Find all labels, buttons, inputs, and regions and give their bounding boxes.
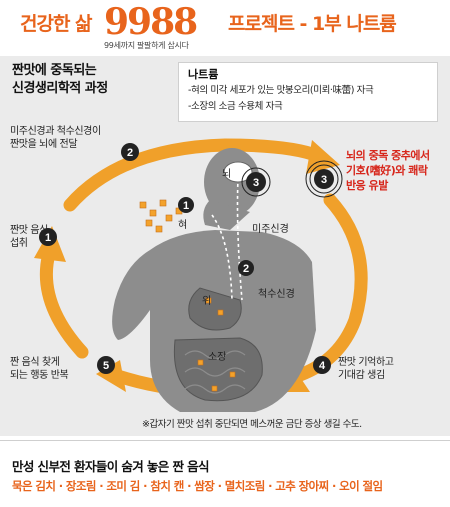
- header: [0, 0, 450, 52]
- salt-grain: [155, 225, 163, 233]
- label-brain: 뇌: [222, 168, 231, 180]
- step-marker-1: [39, 228, 57, 246]
- step-2-label-line2: 짠맛을 뇌에 전달: [10, 139, 78, 150]
- step-3-label-line3: 반응 유발: [346, 179, 388, 192]
- marker-numbers: 1 2 3 4 5 1 2 3: [45, 147, 327, 372]
- step-1-label: 짠맛 음식 섭취: [10, 224, 48, 250]
- diagram-heading-line2: 신경생리학적 과정: [12, 81, 108, 96]
- marker-number-5: 5: [103, 360, 109, 372]
- label-intestine: 소장: [208, 351, 226, 363]
- body-labels: 뇌 혀 미주신경 척수신경 위 소장: [178, 168, 295, 363]
- figure-arm: [112, 250, 150, 340]
- intestine-loop: [184, 384, 246, 394]
- step-5-label-line2: 되는 행동 반복: [10, 370, 69, 381]
- spinal-nerve-path: [211, 214, 233, 301]
- step-3-label: 뇌의 중독 중추에서 기호(嗜好)와 쾌락 반응 유발: [346, 148, 430, 193]
- brain-shape: [223, 161, 253, 183]
- title-subtitle: 99세까지 팔팔하게 삽시다: [104, 41, 189, 50]
- body-number-3: 3: [253, 177, 259, 189]
- marker-number-4: 4: [319, 360, 326, 372]
- process-diagram: 1 2 3 4 5 1 2 3 뇌 혀 미주신경 척수신경 위 소장: [34, 138, 368, 412]
- step-2-label: 미주신경과 척수신경이 짠맛을 뇌에 전달: [10, 125, 101, 151]
- marker-3-ring: [305, 160, 343, 198]
- salt-grain: [159, 199, 167, 207]
- title-number: 9988: [104, 1, 198, 43]
- step-marker-rings: [241, 160, 343, 198]
- salt-grain: [197, 359, 204, 366]
- sodium-box-line2: -소장의 소금 수용체 자극: [188, 101, 283, 112]
- step-3-label-line2: 기호(嗜好)와 쾌락: [346, 164, 428, 177]
- step-marker-2: [121, 143, 139, 161]
- step-3-label-line1: 뇌의 중독 중추에서: [346, 149, 430, 162]
- marker-3-ring: [309, 164, 339, 194]
- step-1-label-line1: 짠맛 음식: [10, 225, 48, 236]
- arrow-head-top: [306, 140, 340, 174]
- salt-grain: [149, 209, 157, 217]
- stomach-shape: [188, 287, 242, 331]
- arrow-top: [63, 138, 325, 212]
- title-suffix: 프로젝트 - 1부 나트륨: [228, 13, 397, 35]
- body-marker-3-ring: [241, 167, 271, 197]
- sodium-box-title: 나트륨: [188, 68, 219, 81]
- salt-grain: [139, 201, 147, 209]
- step-4-label: 짠맛 기억하고 기대감 생김: [338, 356, 394, 382]
- salt-grain: [229, 371, 236, 378]
- arrow-head-bottom: [96, 360, 126, 392]
- salt-grain: [165, 214, 173, 222]
- step-4-label-line2: 기대감 생김: [338, 370, 385, 381]
- step-marker-4: [313, 356, 331, 374]
- withdrawal-note: ※갑자기 짠맛 섭취 중단되면 메스꺼운 금단 증상 생길 수도.: [142, 419, 362, 430]
- sodium-info-box: [178, 62, 438, 122]
- marker-number-2: 2: [127, 147, 133, 159]
- nerve-pathway: [211, 177, 243, 301]
- diagram-heading: 짠맛에 중독되는 신경생리학적 과정: [12, 62, 162, 98]
- step-marker-3: [314, 169, 334, 189]
- step-5-label-line1: 짠 음식 찾게: [10, 357, 60, 368]
- body-number-1: 1: [183, 200, 189, 212]
- intestine-loop: [184, 367, 246, 377]
- diagram-heading-line1: 짠맛에 중독되는: [12, 63, 97, 78]
- footer-title: 만성 신부전 환자들이 숨겨 놓은 짠 음식: [12, 459, 210, 474]
- step-marker-5: [97, 356, 115, 374]
- sodium-box-line1: -혀의 미각 세포가 있는 맛봉오리(미뢰·味蕾) 자극: [188, 85, 374, 96]
- salt-grains: [139, 199, 236, 392]
- body-marker-3: [246, 172, 266, 192]
- vagus-nerve-path: [236, 177, 243, 301]
- title-prefix: 건강한 삶: [20, 13, 93, 35]
- footer-foods: 묵은 김치 · 장조림 · 조미 김 · 참치 캔 · 쌈장 · 멸치조림 · …: [12, 479, 383, 493]
- marker-number-3: 3: [321, 174, 327, 186]
- label-vagus: 미주신경: [252, 222, 289, 235]
- salt-grain: [145, 219, 153, 227]
- label-stomach: 위: [202, 294, 211, 307]
- step-1-label-line2: 섭취: [10, 238, 28, 249]
- footer-divider: [0, 440, 450, 441]
- body-marker-1: [178, 197, 194, 213]
- intestine-loop: [184, 350, 246, 360]
- body-number-2: 2: [243, 263, 249, 275]
- marker-number-1: 1: [45, 232, 51, 244]
- intestine-loops: [184, 350, 246, 394]
- salt-grain: [205, 297, 212, 304]
- label-tongue: 혀: [178, 219, 187, 231]
- step-markers: [39, 143, 334, 374]
- label-spinal: 척수신경: [258, 287, 295, 300]
- step-5-label: 짠 음식 찾게 되는 행동 반복: [10, 356, 69, 382]
- arrow-left: [39, 243, 89, 359]
- step-4-label-line1: 짠맛 기억하고: [338, 357, 394, 368]
- step-2-label-line1: 미주신경과 척수신경이: [10, 126, 101, 137]
- body-marker-2: [238, 260, 254, 276]
- salt-grain: [211, 385, 218, 392]
- salt-grain: [217, 309, 224, 316]
